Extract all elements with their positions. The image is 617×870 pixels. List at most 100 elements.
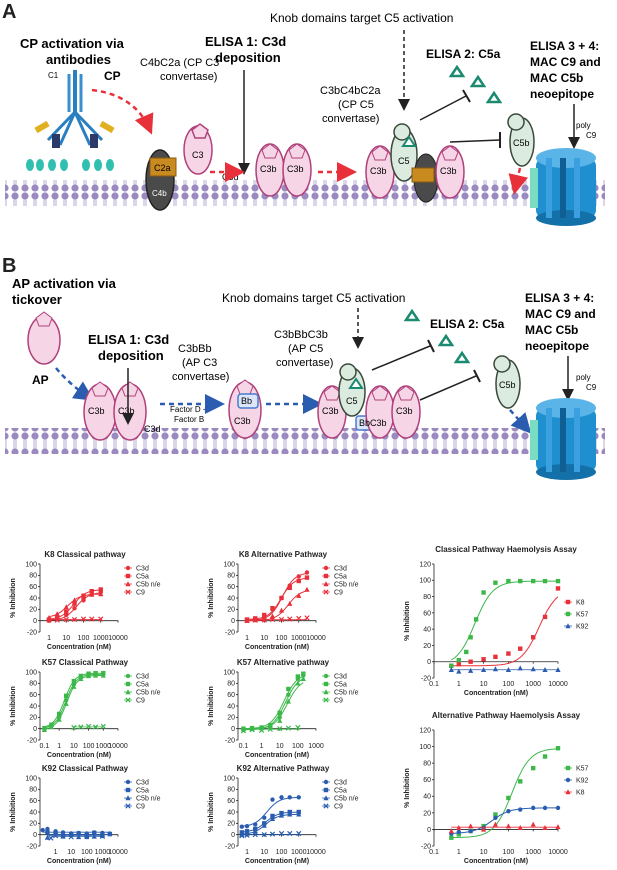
data-point [493, 580, 498, 585]
x-tick-label: 10 [62, 635, 70, 642]
fit-line [246, 577, 308, 620]
cp-arrow [91, 88, 154, 135]
legend-item: K8 [564, 600, 585, 607]
x-tick-label: 100 [276, 635, 288, 642]
data-point [55, 615, 60, 620]
legend-label: C3d [334, 780, 347, 787]
legend-item: C5a [322, 682, 347, 689]
c4bc2a-label-2: convertase) [160, 71, 217, 83]
data-point [252, 832, 258, 838]
x-tick-label: 1 [57, 743, 61, 750]
data-point [240, 728, 247, 734]
x-axis-label: Concentration (nM) [47, 858, 111, 865]
data-point [261, 616, 267, 622]
series-c9 [46, 616, 104, 623]
b-c5b [493, 355, 521, 409]
data-point [64, 609, 69, 614]
data-point [493, 654, 498, 660]
x-axis-label: Concentration (nM) [464, 690, 528, 697]
a-c5b-label: C5b [513, 138, 530, 148]
data-point [518, 646, 523, 651]
legend-item: C5a [124, 788, 149, 795]
data-point [542, 614, 548, 620]
legend-marker [565, 765, 571, 771]
data-point [542, 824, 548, 830]
x-tick-label: 10000 [108, 635, 128, 642]
data-point [279, 595, 284, 601]
x-tick-label: 100 [503, 849, 515, 856]
data-point [456, 657, 461, 663]
data-point [244, 823, 250, 829]
x-tick-label: 10 [480, 849, 488, 856]
series-c9 [244, 615, 310, 624]
b-c5conv-c3b-label-1: C3b [322, 406, 339, 416]
c3-label: C3 [192, 150, 204, 160]
chart-cp-haemolysis: Classical Pathway Haemolysis Assay-20020… [404, 545, 589, 697]
data-point [71, 678, 77, 684]
b-mac-pore [530, 398, 596, 480]
data-point [269, 831, 276, 837]
legend-item: C9 [124, 803, 145, 811]
data-point [518, 578, 523, 584]
series-c5b-n-e [41, 672, 106, 732]
y-tick-label: 40 [423, 794, 431, 801]
data-point [555, 667, 561, 673]
x-tick-label: 1000 [95, 743, 111, 750]
data-point [60, 833, 66, 839]
a-c5conv-c3b-label: C3b [370, 166, 387, 176]
data-point [555, 746, 561, 751]
data-point [468, 659, 473, 664]
data-point [107, 831, 113, 837]
series-c5a [46, 587, 103, 622]
a-knob-label: Knob domains target C5 activation [270, 11, 453, 25]
legend-marker [323, 795, 329, 801]
data-point [68, 834, 74, 840]
a-c5b [507, 113, 535, 167]
y-tick-label: 40 [227, 703, 235, 710]
b-inhibit-c5a-bar [427, 339, 435, 353]
b-poly-label-1: poly [576, 373, 591, 382]
data-point [506, 809, 511, 814]
b-c5a-triangles [403, 308, 471, 364]
data-point [92, 672, 99, 678]
data-point [300, 676, 306, 681]
data-point [89, 589, 94, 594]
x-tick-label: 1000 [308, 743, 324, 750]
y-tick-label: 60 [227, 584, 235, 591]
data-point [63, 604, 69, 610]
y-tick-label: 60 [227, 798, 235, 805]
data-point [54, 611, 60, 617]
b-c3bbb-complex [228, 379, 262, 439]
y-tick-label: 40 [29, 595, 37, 602]
b-knob-label: Knob domains target C5 activation [222, 291, 405, 305]
data-point [244, 832, 250, 838]
x-tick-label: 1000 [93, 635, 109, 642]
data-point [244, 618, 250, 624]
data-point [261, 617, 267, 623]
a-c3d-label: C3d [222, 172, 239, 182]
data-point [287, 830, 293, 837]
legend-item: K57 [564, 612, 589, 619]
legend-item: K92 [564, 778, 589, 785]
y-tick-label: 100 [25, 669, 37, 676]
b-elisa34-title-3: MAC C5b [525, 323, 578, 337]
y-tick-label: 20 [227, 715, 235, 722]
chart-title: K57 Alternative pathway [237, 658, 330, 667]
data-point [258, 727, 265, 733]
data-point [506, 651, 511, 656]
x-tick-label: 10000 [108, 743, 128, 750]
legend-label: K57 [576, 766, 589, 773]
cp-activation-title-1: CP activation via [20, 36, 125, 51]
y-tick-label: 60 [29, 584, 37, 591]
series-c5a [239, 809, 301, 835]
y-tick-label: 100 [419, 744, 431, 751]
x-tick-label: 1000 [525, 681, 541, 688]
data-point [555, 805, 561, 811]
chart-title: K8 Classical pathway [44, 550, 126, 559]
c2a-label: C2a [154, 163, 171, 173]
legend-item: C3d [322, 674, 347, 681]
legend-label: C5a [136, 682, 149, 689]
data-point [287, 600, 293, 606]
x-tick-label: 100 [83, 743, 95, 750]
ap-tickover-c3 [27, 311, 61, 365]
